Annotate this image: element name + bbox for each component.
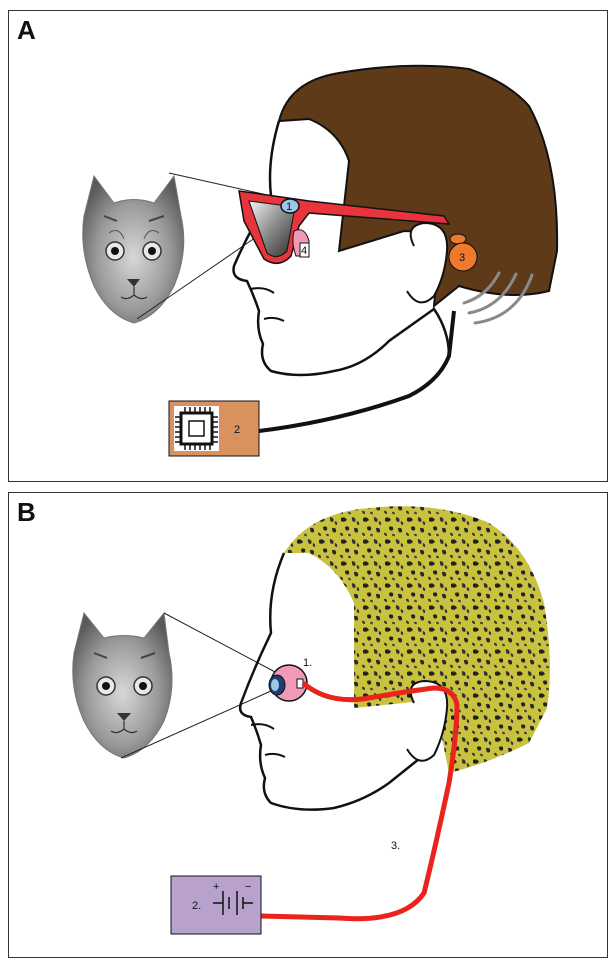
label-receiver: 4 (301, 245, 307, 257)
label-transmitter: 3 (459, 252, 465, 264)
eye-implant: 1. (269, 657, 312, 701)
panel-a-diagram: 1 4 3 (9, 11, 609, 483)
cat-image-b (73, 613, 172, 758)
battery-minus-sign: − (245, 881, 251, 893)
battery-plus-sign: + (213, 881, 219, 893)
battery-unit: 2. + − (171, 876, 261, 934)
camera-unit: 1 (281, 199, 299, 213)
label-battery: 2. (192, 900, 201, 912)
receiver-unit: 4 (293, 230, 309, 257)
processor-unit: 2 (169, 401, 259, 456)
label-camera: 1 (286, 201, 292, 213)
mouth-a (264, 318, 284, 321)
panel-b-diagram: 1. 3. 2. + − (9, 493, 609, 959)
nostril-a (251, 288, 274, 293)
cat-image (83, 176, 184, 323)
label-processor: 2 (234, 424, 240, 436)
label-implant: 1. (303, 657, 312, 669)
mouth-b (265, 754, 285, 757)
cable-a (259, 311, 454, 431)
panel-b: B (8, 492, 608, 958)
panel-a: A (8, 10, 608, 482)
label-cable: 3. (391, 840, 400, 852)
